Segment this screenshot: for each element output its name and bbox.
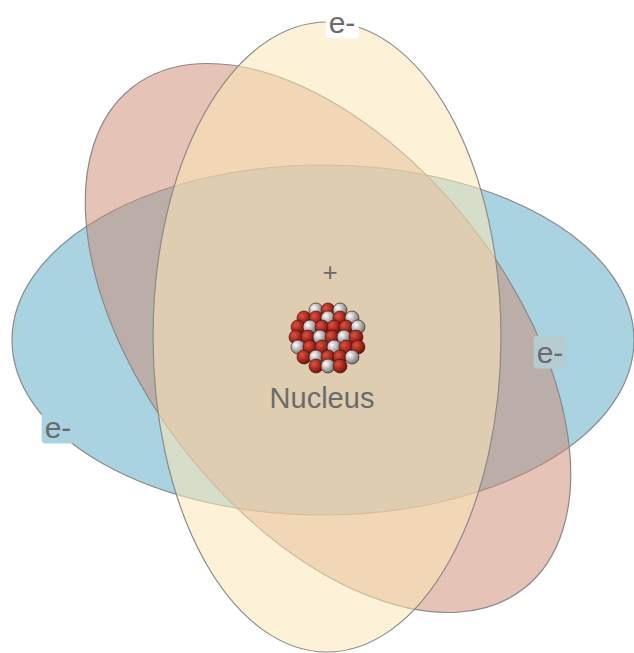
electron-label: e-: [534, 336, 567, 369]
electron-label: e-: [326, 6, 359, 39]
charge-sign: +: [319, 258, 340, 287]
electron-label: e-: [42, 411, 75, 444]
orbit-yellow: [153, 22, 501, 652]
nucleus-particles: [289, 303, 365, 373]
nucleus-label: Nucleus: [267, 383, 378, 415]
